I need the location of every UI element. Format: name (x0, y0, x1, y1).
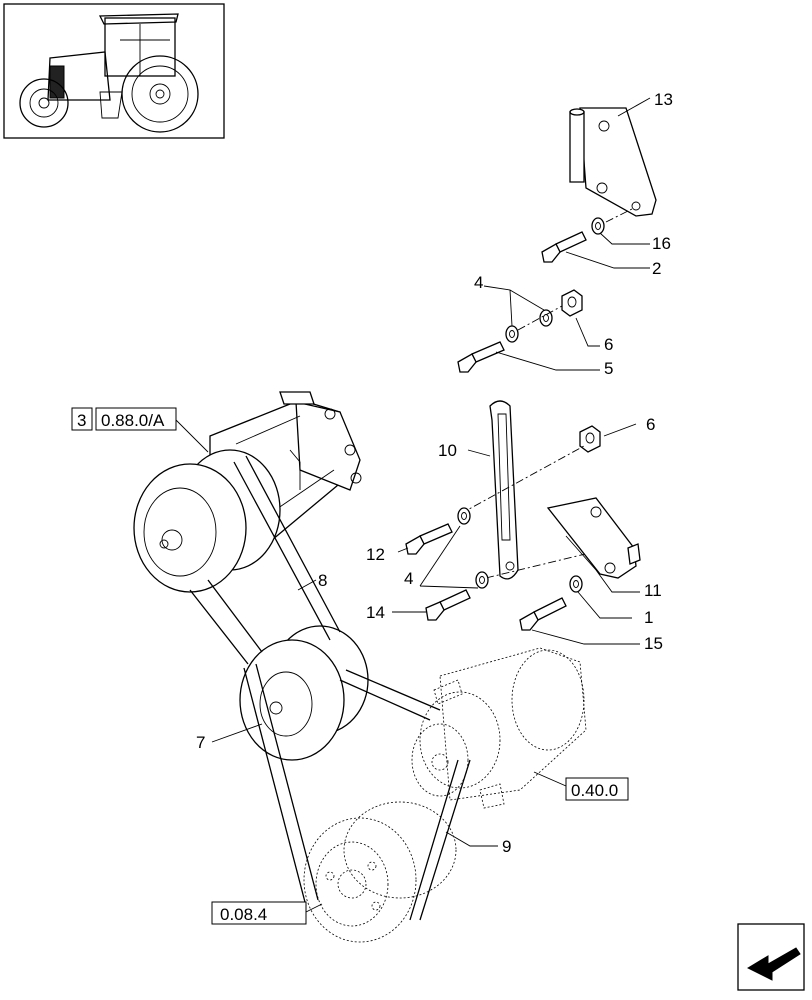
callout-4-lower: 4 (404, 569, 413, 588)
callout-5: 5 (604, 359, 613, 378)
next-page-button[interactable] (737, 923, 805, 991)
bracket-13[interactable] (569, 107, 657, 217)
idler-pulley-7[interactable] (239, 625, 369, 761)
callout-16: 16 (652, 234, 671, 253)
bolt-5[interactable] (457, 341, 505, 373)
callout-4-upper: 4 (474, 273, 483, 292)
compressor-reference[interactable]: 3 0.88.0/A (71, 407, 177, 431)
callout-10: 10 (438, 441, 457, 460)
alternator-ref-label: 0.40.0 (571, 781, 618, 800)
drive-belt-9[interactable] (339, 669, 471, 921)
callout-2: 2 (652, 259, 661, 278)
crank-ref-label: 0.08.4 (220, 905, 267, 924)
bolt-2[interactable] (541, 231, 587, 263)
tractor-icon (19, 13, 199, 133)
bolt-12[interactable] (405, 523, 453, 555)
nut-6-upper[interactable] (561, 289, 583, 317)
arrow-icon (746, 947, 801, 981)
callout-11: 11 (644, 581, 662, 600)
callout-1: 1 (644, 608, 653, 627)
compressor-ref-label: 0.88.0/A (101, 411, 165, 430)
washer-16[interactable] (591, 217, 605, 235)
washer-4-lower[interactable] (457, 507, 489, 589)
drive-belt-8[interactable] (189, 455, 341, 907)
tractor-thumbnail[interactable] (3, 3, 225, 139)
callout-14: 14 (366, 603, 385, 622)
alternator-reference[interactable]: 0.40.0 (565, 777, 629, 801)
alternator[interactable] (411, 647, 587, 809)
crank-reference[interactable]: 0.08.4 (211, 901, 307, 925)
crankshaft-pulley[interactable] (303, 801, 457, 943)
nut-6-lower[interactable] (579, 425, 601, 453)
washer-4-upper[interactable] (505, 309, 553, 343)
bolt-15[interactable] (519, 597, 567, 631)
callout-13: 13 (654, 90, 673, 109)
callout-6-lower: 6 (646, 415, 655, 434)
compressor-ref-number: 3 (77, 411, 86, 430)
callout-15: 15 (644, 634, 663, 653)
compressor-pulley[interactable] (133, 449, 281, 593)
callout-8: 8 (318, 571, 327, 590)
bolt-14[interactable] (425, 589, 471, 621)
bracket-11[interactable] (546, 497, 641, 579)
callout-7: 7 (196, 733, 205, 752)
callout-6-upper: 6 (604, 335, 613, 354)
callout-9: 9 (502, 837, 511, 856)
washer-1[interactable] (569, 575, 583, 593)
callout-12: 12 (366, 545, 385, 564)
